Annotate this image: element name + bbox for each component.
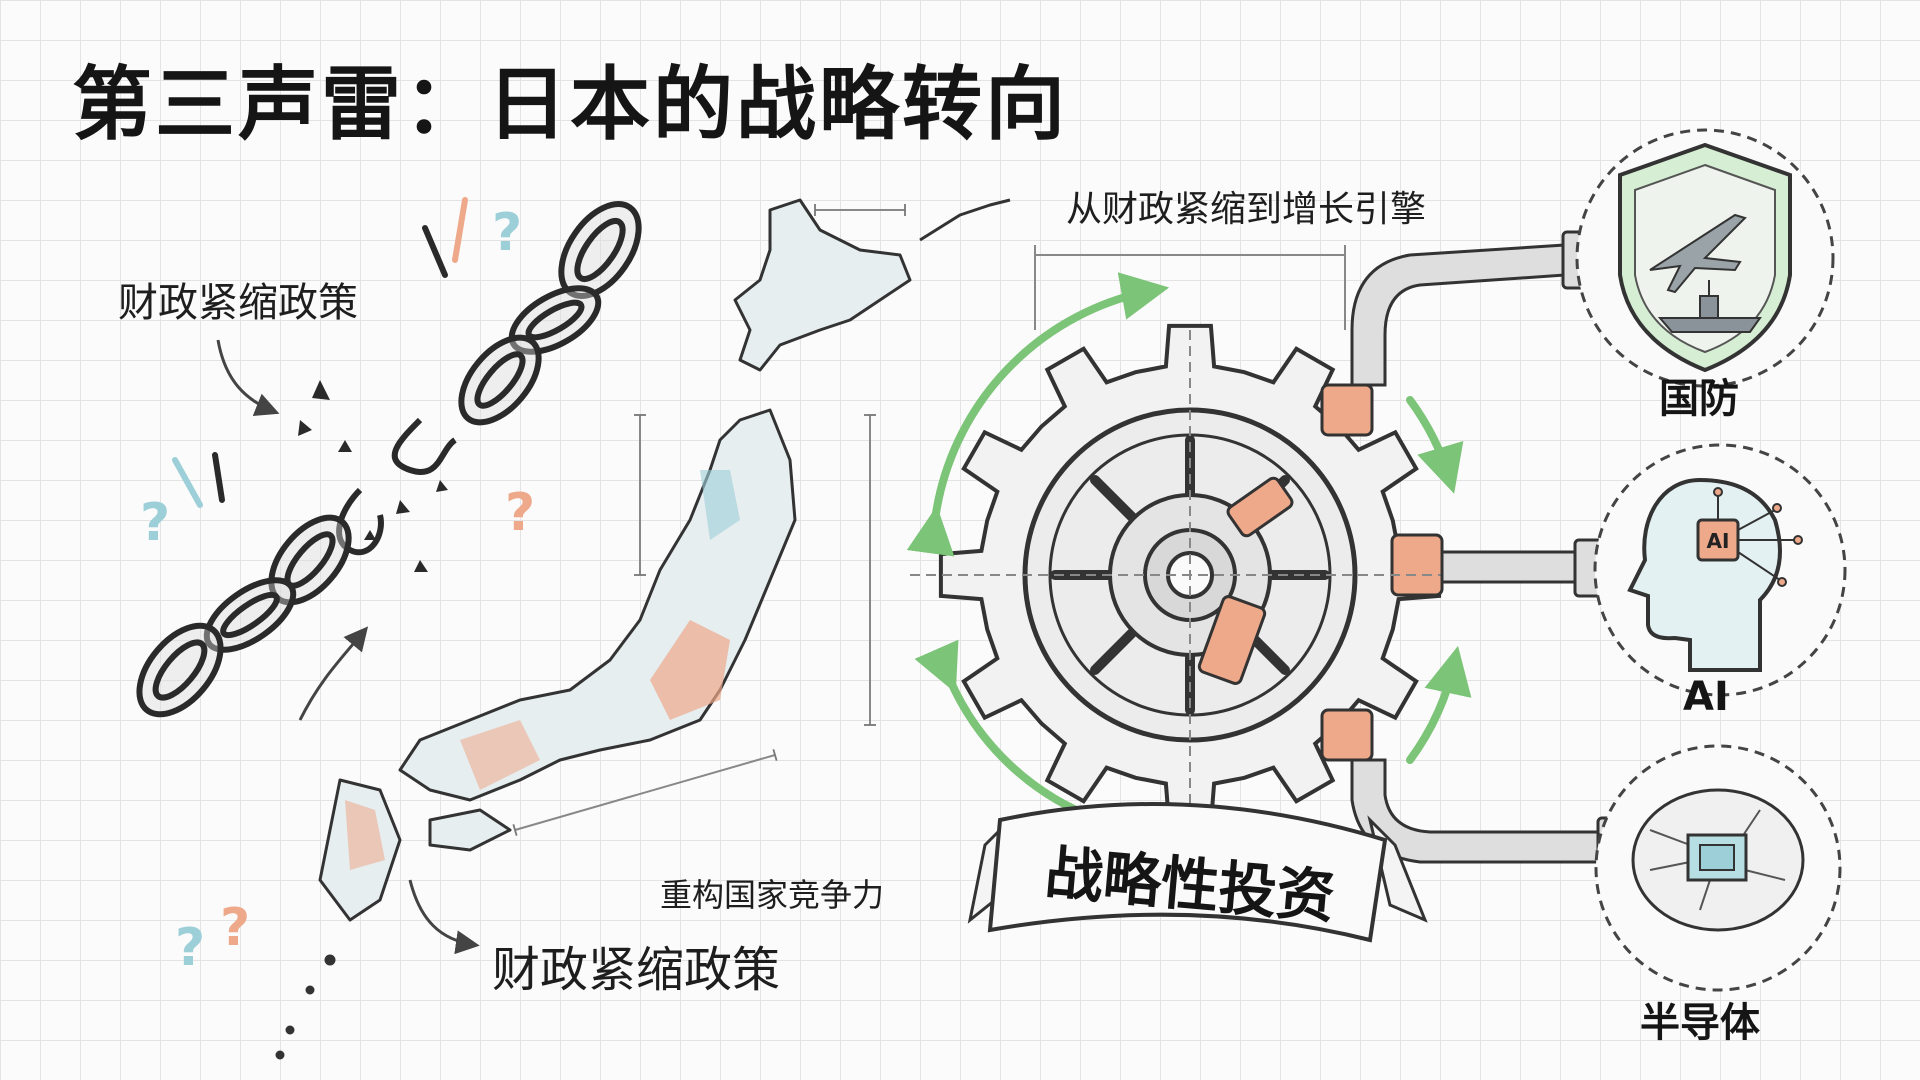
competitiveness-label: 重构国家竞争力: [660, 876, 885, 914]
svg-text:?: ?: [505, 483, 535, 543]
svg-text:?: ?: [220, 898, 250, 958]
page-title: 第三声雷：日本的战略转向: [72, 58, 1068, 151]
semiconductor-chip-icon: [1631, 788, 1805, 932]
break-shards: [298, 380, 448, 572]
arrow-up-chain: [298, 626, 369, 721]
output-label-defense: 国防: [1659, 376, 1739, 422]
svg-text:?: ?: [175, 918, 205, 978]
chain-policy-label: 财政紧缩政策: [118, 280, 358, 326]
arrow-to-chain: [216, 339, 280, 417]
growth-engine-label: 从财政紧缩到增长引擎: [1066, 189, 1427, 230]
svg-text:?: ?: [140, 493, 170, 553]
exclamation-marks: [172, 197, 468, 508]
output-label-ai: AI: [1683, 674, 1729, 720]
output-label-semiconductor: 半导体: [1640, 1000, 1760, 1046]
banner-ribbon: [967, 802, 1428, 943]
question-marks: ? ? ? ? ?: [140, 203, 535, 978]
ai-chip-label: AI: [1707, 529, 1730, 553]
japan-dimension-lines: [512, 204, 906, 837]
japan-map: [275, 198, 1011, 1060]
gear-dimension-lines: [910, 245, 1480, 840]
japan-policy-label: 财政紧缩政策: [492, 942, 781, 998]
shield-jet-ship-icon: [1618, 142, 1792, 373]
svg-text:?: ?: [492, 203, 522, 263]
broken-chain-icon: [136, 201, 642, 718]
arrow-to-japan-label: [408, 879, 480, 955]
ai-head-icon: [1627, 477, 1803, 672]
